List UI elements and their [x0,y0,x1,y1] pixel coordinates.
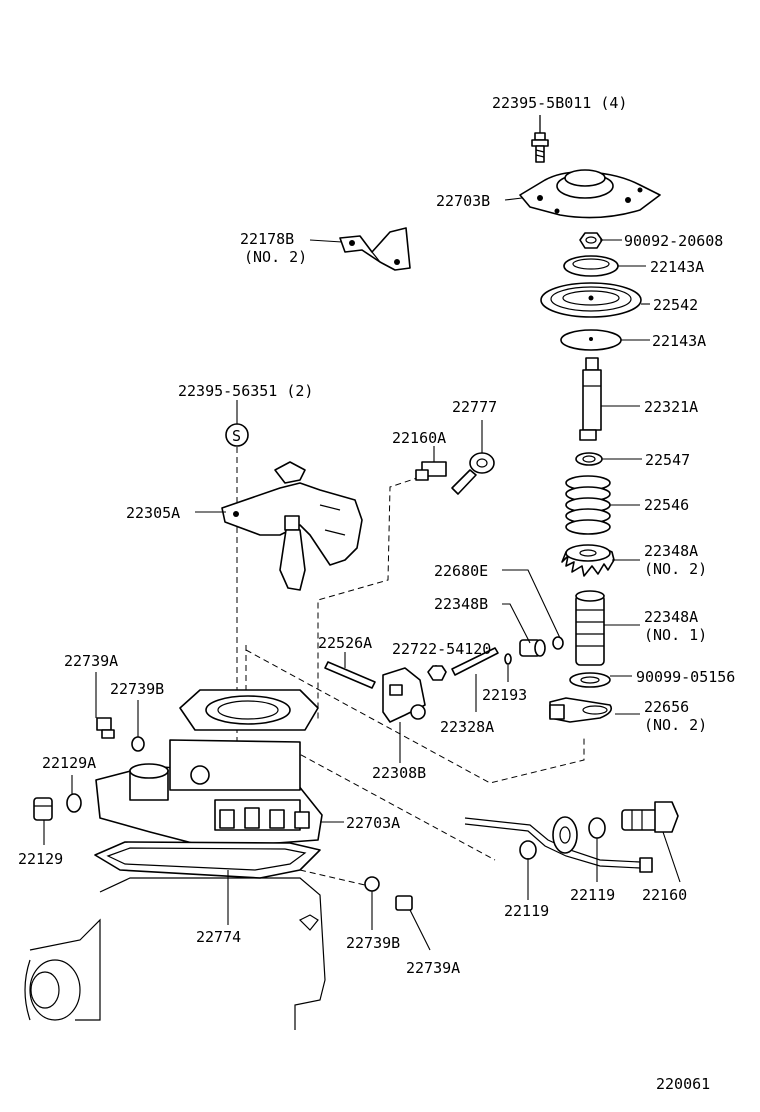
label-22193: 22193 [482,686,527,704]
label-22348b: 22348B [434,595,488,613]
plug-22739a-lower [395,895,413,911]
label-22542: 22542 [653,296,698,314]
nut-90092-20608 [579,232,603,249]
label-22328a: 22328A [440,718,494,736]
label-22777: 22777 [452,398,497,416]
label-22739b-left: 22739B [110,680,164,698]
bolt-22160 [621,801,679,833]
label-22547: 22547 [645,451,690,469]
label-22656-no: (NO. 2) [644,716,707,734]
pump-body-outline [24,877,326,1030]
label-22348a-no2: 22348A [644,542,698,560]
shaft-22321a [579,357,602,441]
label-22395-5b011: 22395-5B011 (4) [492,94,627,112]
label-22129a: 22129A [42,754,96,772]
gasket-22774 [94,841,321,879]
label-22703a: 22703A [346,814,400,832]
bracket-22656 [549,697,613,723]
label-22143a-lower: 22143A [652,332,706,350]
label-22160a: 22160A [392,429,446,447]
label-s-marker: S [232,427,241,445]
label-22348a-no2-sub: (NO. 2) [644,560,707,578]
banjo-22777 [451,452,495,495]
label-22739a-lower: 22739A [406,959,460,977]
label-22348a-no1: 22348A [644,608,698,626]
label-22774: 22774 [196,928,241,946]
washer-22119-left [519,840,537,860]
fitting-22160a [415,461,447,481]
part-labels: 22395-5B011 (4) 22703B 90092-20608 22178… [18,94,735,1093]
washer-90099-05156 [569,672,611,688]
leader-lines [43,115,681,951]
label-22129: 22129 [18,850,63,868]
diaphragm-22542 [540,282,642,318]
sleeve-22348a-no1 [575,590,605,666]
label-22680e: 22680E [434,562,488,580]
pin-22526a [324,661,376,689]
label-22348a-no1-sub: (NO. 1) [644,626,707,644]
label-22739a-left: 22739A [64,652,118,670]
label-22305a: 22305A [126,504,180,522]
label-22722-54120: 22722-54120 [392,640,491,658]
label-22178b-no: (NO. 2) [244,248,307,266]
washer-22119-right [588,817,606,839]
bracket-22178b [339,227,411,271]
bolt-22328a [451,647,499,676]
cover-22703b [519,169,661,219]
label-diagram-id: 220061 [656,1075,710,1093]
washer-22143a-upper [563,255,619,277]
label-22119-right: 22119 [570,886,615,904]
pipe-22119 [464,816,653,873]
label-22178b: 22178B [240,230,294,248]
label-22703b: 22703B [436,192,490,210]
clip-22193 [504,653,512,665]
washer-22739b-lower [364,876,380,892]
housing-22703a [95,689,323,846]
washer-22129a [66,793,82,813]
label-22656: 22656 [644,698,689,716]
label-22143a-upper: 22143A [650,258,704,276]
washer-22547 [575,452,603,466]
label-22395-56351: 22395-56351 (2) [178,382,313,400]
label-22526a: 22526A [318,634,372,652]
lever-assembly-22305a [221,423,363,591]
label-22546: 22546 [644,496,689,514]
nut-22722-54120 [427,665,447,681]
label-22308b: 22308B [372,764,426,782]
label-22739b-lower: 22739B [346,934,400,952]
label-90092-20608: 90092-20608 [624,232,723,250]
label-22160: 22160 [642,886,687,904]
label-22119-left: 22119 [504,902,549,920]
label-90099-05156: 90099-05156 [636,668,735,686]
plug-22739a-left [96,717,115,739]
gear-22348a-no2 [561,544,615,577]
label-22321a: 22321A [644,398,698,416]
spring-22546 [565,475,611,535]
bushing-22348b [519,639,546,657]
washer-22143a-lower [560,329,622,351]
plug-22129 [33,797,53,821]
washer-22739b-left [131,736,145,752]
block-22308b [382,667,426,723]
oring-22680e [552,636,564,650]
